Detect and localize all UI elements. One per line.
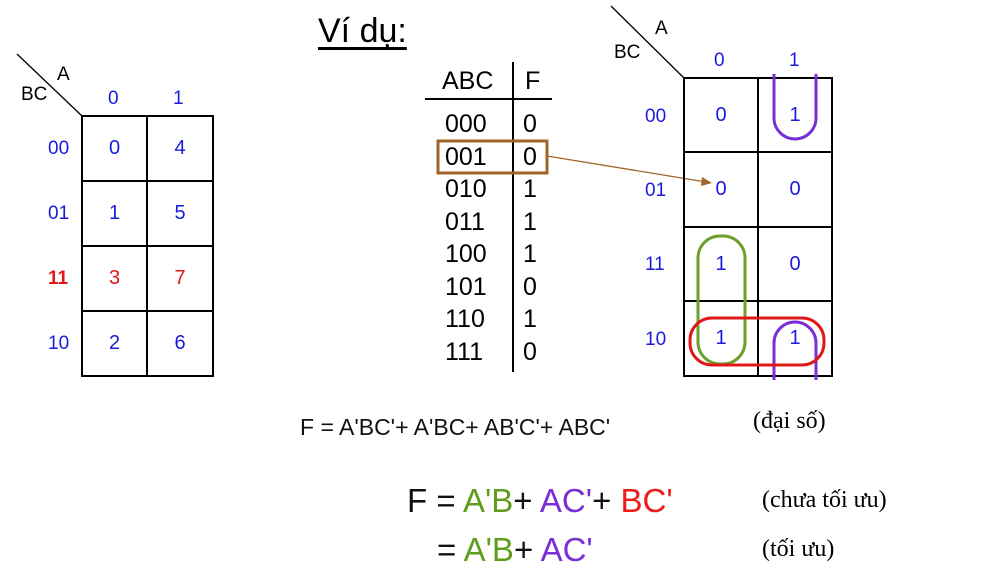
right-kmap-cell: 0 [715,178,727,200]
truth-table-f: 0 [523,110,537,138]
truth-table-f: 0 [523,338,537,366]
group-purple-bottom-loop [772,320,818,380]
truth-table-abc: 110 [445,305,485,333]
right-kmap-row-01: 01 [645,180,667,201]
term-a-c-not: AC' [540,531,593,568]
left-kmap-col-0: 0 [108,88,119,109]
group-red-loop [688,316,826,367]
left-kmap-row-11: 11 [48,268,69,289]
left-kmap-cell: 6 [174,332,186,354]
pointer-arrow-line [546,155,707,183]
truth-table-highlight-box [436,139,549,175]
right-kmap-col-var: A [655,18,668,39]
optimal-equation: = A'B+ AC' [437,531,593,569]
right-kmap-col-0: 0 [714,50,725,71]
left-kmap-cell: 2 [108,332,121,354]
right-kmap-cell: 1 [715,327,727,349]
left-kmap-row-var: BC [21,84,48,105]
right-kmap-row-11: 11 [645,254,665,275]
right-kmap-grid [683,77,833,377]
eq-plus: + [592,482,621,519]
truth-table-f: 1 [523,208,537,236]
right-kmap-cell: 0 [789,178,801,200]
eq-prefix: = [437,531,464,568]
right-kmap-corner-diagonal [610,5,685,79]
truth-table-abc: 010 [445,175,487,203]
term-a-not-b: A'B [462,482,514,519]
left-kmap-cell: 4 [174,137,186,159]
right-kmap-row-00: 00 [645,106,667,127]
truth-table-f: 1 [523,175,537,203]
term-b-c-not: BC' [620,482,673,519]
left-kmap-row-10: 10 [48,333,70,354]
truth-table-abc: 001 [445,143,487,171]
simplified-equation: F = A'B+ AC'+ BC' [407,482,673,520]
left-kmap-col-1: 1 [173,88,184,109]
left-kmap-cell: 1 [108,202,121,224]
left-kmap-col-var: A [57,64,70,85]
left-kmap-row-00: 00 [48,138,70,159]
truth-table-abc: 111 [445,338,484,366]
left-kmap-grid [81,115,214,377]
pointer-arrow-head [701,177,712,186]
truth-table-f: 0 [523,273,537,301]
right-kmap-col-1: 1 [789,50,800,71]
eq-plus: + [513,531,541,568]
right-kmap-cell: 1 [715,252,727,275]
truth-table-abc: 100 [445,240,487,268]
truth-table-f: 1 [523,305,537,333]
eq-prefix: F = [407,482,463,519]
left-kmap-cell: 7 [174,267,186,289]
truth-table-f: 0 [523,143,537,171]
right-kmap-row-10: 10 [645,329,667,350]
page-title: Ví dụ: [318,12,407,50]
group-purple-top-loop [772,74,818,141]
term-a-c-not: AC' [539,482,593,519]
left-kmap-cell: 0 [108,137,121,159]
left-kmap-row-01: 01 [48,203,70,224]
truth-table-header-abc: ABC [442,67,494,95]
not-optimal-note: (chưa tối ưu) [762,487,887,513]
right-kmap-row-var: BC [614,42,641,63]
eq-plus: + [513,482,540,519]
term-a-not-b: A'B [463,531,514,568]
truth-table-header-f: F [525,67,541,95]
right-kmap-cell: 1 [789,103,801,126]
right-kmap-cell: 0 [789,252,801,275]
right-kmap-cell: 1 [789,327,801,349]
truth-table-abc: 011 [445,208,485,236]
right-kmap-cell: 0 [715,103,727,126]
sop-equation: F = A'BC'+ A'BC+ AB'C'+ ABC' [300,414,611,440]
left-kmap-cell: 5 [174,202,186,224]
sop-note: (đại số) [753,408,826,434]
truth-table-f: 1 [523,240,537,268]
left-kmap-cell: 3 [108,267,121,289]
truth-table-abc: 101 [445,273,487,301]
truth-table-abc: 000 [445,110,487,138]
left-kmap-corner-diagonal [16,53,83,117]
optimal-note: (tối ưu) [762,536,835,562]
